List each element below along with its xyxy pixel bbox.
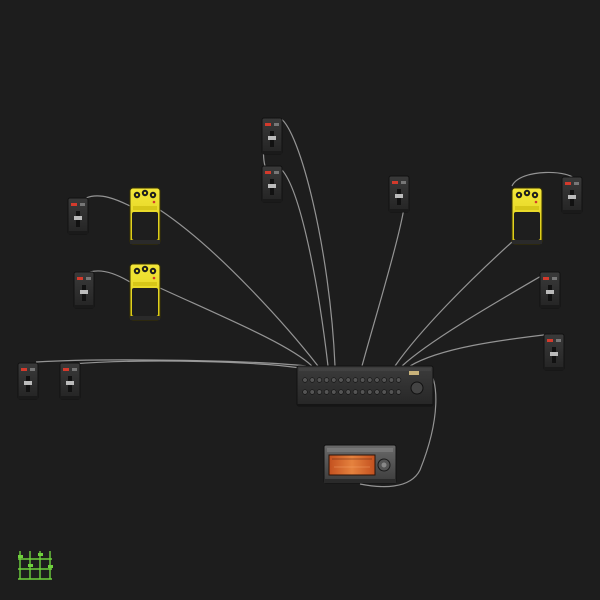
fader-handle-icon[interactable] xyxy=(66,381,74,385)
fader-handle-icon[interactable] xyxy=(568,195,576,199)
pedal-layer xyxy=(129,187,543,321)
pedal-led-icon xyxy=(152,200,156,204)
led-icon xyxy=(543,277,549,280)
mono-module[interactable] xyxy=(17,362,39,400)
fader-handle-icon[interactable] xyxy=(395,194,403,198)
mixer-sliders-logo-icon[interactable] xyxy=(18,551,53,580)
mono-module[interactable] xyxy=(59,362,81,400)
mixer-channel-knob-icon[interactable] xyxy=(324,377,330,383)
mixer-channel-knob-icon[interactable] xyxy=(352,389,359,395)
pedal-footswitch-icon[interactable] xyxy=(132,212,158,240)
mixer-channel-knob-icon[interactable] xyxy=(395,389,402,395)
mixer-channel-knob-icon[interactable] xyxy=(316,389,323,395)
mixer-console[interactable] xyxy=(296,365,434,407)
vu-meter-amp[interactable] xyxy=(323,444,397,484)
cable[interactable] xyxy=(279,117,336,367)
cable[interactable] xyxy=(159,287,313,367)
mixer-channel-knob-icon[interactable] xyxy=(309,377,315,383)
mono-module[interactable] xyxy=(261,117,283,155)
mixer-channel-knob-icon[interactable] xyxy=(388,389,394,395)
mono-module[interactable] xyxy=(67,197,89,235)
module-layer xyxy=(17,117,583,400)
fader-handle-icon[interactable] xyxy=(550,352,558,356)
mixer-channel-knob-icon[interactable] xyxy=(302,377,308,383)
mixer-channel-knob-icon[interactable] xyxy=(302,389,308,395)
mixer-channel-knob-icon[interactable] xyxy=(352,377,359,383)
mixer-channel-knob-icon[interactable] xyxy=(316,377,323,383)
mixer-master-knob-icon[interactable] xyxy=(410,381,424,395)
mono-module[interactable] xyxy=(261,165,283,203)
mixer-channel-knob-icon[interactable] xyxy=(331,389,337,395)
mixer-channel-knob-icon[interactable] xyxy=(388,377,394,383)
mixer-channel-knob-icon[interactable] xyxy=(359,389,366,395)
mixer-channel-knob-icon[interactable] xyxy=(374,389,380,395)
cable[interactable] xyxy=(394,241,513,367)
cable[interactable] xyxy=(85,195,131,207)
mixer-channel-knob-icon[interactable] xyxy=(338,389,344,395)
cable[interactable] xyxy=(409,333,553,367)
mixer-channel-knob-icon[interactable] xyxy=(367,377,373,383)
mixer-knob-row xyxy=(302,377,402,395)
cable[interactable] xyxy=(401,271,549,367)
led-icon xyxy=(77,277,83,280)
fader-handle-icon[interactable] xyxy=(74,216,82,220)
led-icon xyxy=(71,203,77,206)
led-icon xyxy=(265,123,271,126)
led-icon xyxy=(547,339,553,342)
mixer-channel-knob-icon[interactable] xyxy=(309,389,315,395)
distortion-pedal[interactable] xyxy=(129,187,161,245)
pedal-footswitch-icon[interactable] xyxy=(514,212,540,240)
pedal-led-icon xyxy=(152,276,156,280)
cable[interactable] xyxy=(71,360,301,369)
led-icon xyxy=(392,181,398,184)
cable[interactable] xyxy=(35,359,307,367)
cable[interactable] xyxy=(281,169,329,367)
mixer-label-plate xyxy=(409,371,419,375)
led-icon xyxy=(21,368,27,371)
mono-module[interactable] xyxy=(539,271,561,309)
mixer-channel-knob-icon[interactable] xyxy=(345,377,351,383)
led-icon xyxy=(63,368,69,371)
fader-handle-icon[interactable] xyxy=(268,184,276,188)
distortion-pedal[interactable] xyxy=(129,263,161,321)
led-icon xyxy=(265,171,271,174)
pedal-footswitch-icon[interactable] xyxy=(132,288,158,316)
fader-handle-icon[interactable] xyxy=(268,136,276,140)
mixer-channel-knob-icon[interactable] xyxy=(381,389,387,395)
mixer-channel-knob-icon[interactable] xyxy=(324,389,330,395)
mixer-channel-knob-icon[interactable] xyxy=(331,377,337,383)
pedal-led-icon xyxy=(534,200,538,204)
cable[interactable] xyxy=(359,365,437,488)
fader-handle-icon[interactable] xyxy=(546,290,554,294)
mixer-channel-knob-icon[interactable] xyxy=(345,389,351,395)
mono-module[interactable] xyxy=(388,175,410,213)
mixer-channel-knob-icon[interactable] xyxy=(359,377,366,383)
distortion-pedal[interactable] xyxy=(511,187,543,245)
mixer-channel-knob-icon[interactable] xyxy=(395,377,402,383)
mixer-channel-knob-icon[interactable] xyxy=(367,389,373,395)
cable[interactable] xyxy=(89,270,131,283)
mono-module[interactable] xyxy=(543,333,565,371)
led-icon xyxy=(565,182,571,185)
cable-layer xyxy=(35,117,576,488)
fader-handle-icon[interactable] xyxy=(80,290,88,294)
mixer-channel-knob-icon[interactable] xyxy=(338,377,344,383)
mono-module[interactable] xyxy=(561,176,583,214)
mixer-channel-knob-icon[interactable] xyxy=(381,377,387,383)
mixer-channel-knob-icon[interactable] xyxy=(374,377,380,383)
fader-handle-icon[interactable] xyxy=(24,381,32,385)
vu-meter-icon xyxy=(328,454,376,476)
mono-module[interactable] xyxy=(73,271,95,309)
cable[interactable] xyxy=(159,209,319,367)
